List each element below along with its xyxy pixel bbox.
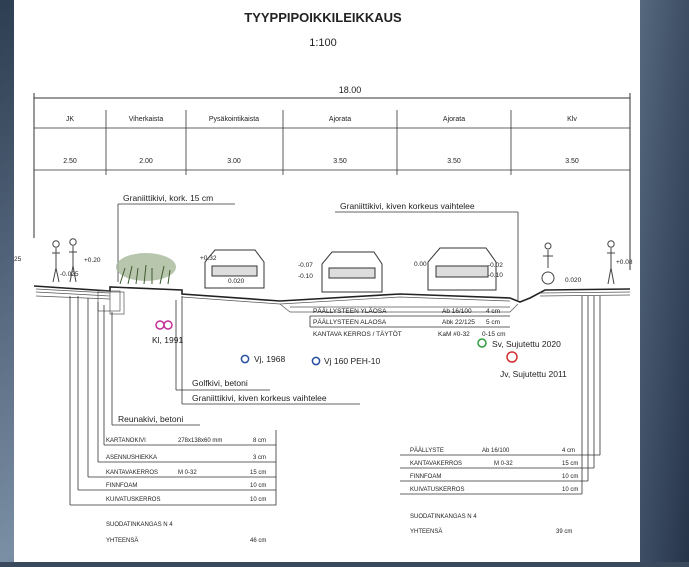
road-layer-1-spec: Ab 16/100	[442, 308, 472, 315]
note-sv: Sv, Sujutettu 2020	[492, 339, 561, 349]
left-total-label: YHTEENSÄ	[106, 537, 138, 544]
note-jv: Jv, Sujutettu 2011	[500, 369, 567, 379]
level-road-center: 0.00	[414, 261, 427, 268]
level-road-r1: -0.02	[488, 262, 503, 269]
ground-profile	[33, 285, 631, 303]
right-layer-2-thickness: 15 cm	[562, 461, 578, 467]
left-total-value: 46 cm	[250, 538, 266, 544]
road-layer-2-spec: Abk 22/125	[442, 319, 475, 326]
level-road-l2: -0.10	[298, 273, 313, 280]
level-jk-slope: -0.025	[60, 271, 79, 278]
note-golfkivi: Golfkivi, betoni	[192, 378, 248, 388]
level-jk-top: +0.20	[84, 257, 101, 264]
right-layer-1-name: PÄÄLLYSTE	[410, 447, 444, 454]
right-layer-3-thickness: 10 cm	[562, 474, 578, 480]
road-layer-1-thickness: 4 cm	[486, 308, 500, 315]
left-fabric: SUODATINKANGAS N 4	[106, 522, 173, 528]
jv-marker	[506, 351, 518, 363]
right-total-label: YHTEENSÄ	[410, 528, 442, 535]
leader-lines	[69, 296, 360, 505]
lane-name-pysakointikaista: Pysäkointikaista	[209, 116, 259, 123]
pedestrian-right	[607, 240, 615, 285]
vj160-marker	[311, 356, 321, 366]
left-layer-3-spec: M 0-32	[178, 470, 197, 476]
structure-layers	[35, 288, 631, 315]
left-layer-4-name: FINNFOAM	[106, 483, 137, 489]
note-kl: Kl, 1991	[152, 335, 183, 345]
right-layer-4-thickness: 10 cm	[562, 487, 578, 493]
right-layer-4-name: KUIVATUSKERROS	[410, 487, 464, 493]
car-lane-2	[427, 247, 497, 291]
lane-name-klv: Klv	[567, 116, 577, 123]
lane-name-viherkaista: Viherkaista	[129, 116, 164, 123]
left-layer-1-name: KARTANOKIVI	[106, 438, 146, 444]
level-road-l1: -0.07	[298, 262, 313, 269]
left-layer-5-name: KUIVATUSKERROS	[106, 497, 160, 503]
left-layer-2-thickness: 3 cm	[253, 455, 266, 461]
left-layer-5-thickness: 10 cm	[250, 497, 266, 503]
vj1968-marker	[240, 354, 250, 364]
cyclist-figure	[541, 242, 555, 285]
road-layer-2-name: PÄÄLLYSTEEN ALAOSA	[313, 318, 387, 326]
note-vj160: Vj 160 PEH-10	[324, 356, 380, 366]
car-parked	[204, 249, 265, 289]
car-lane-1	[321, 251, 383, 293]
note-granite-left: Graniittikivi, kork. 15 cm	[123, 193, 213, 203]
note-granite-lower: Graniittikivi, kiven korkeus vaihtelee	[192, 393, 327, 403]
level-klv-slope: 0.020	[565, 277, 582, 284]
level-park-left: +0.32	[200, 255, 217, 262]
lane-dimension-lines	[34, 110, 630, 175]
drawing-scale: 1:100	[309, 37, 337, 49]
lane-width-klv: 3.50	[565, 158, 579, 165]
left-layer-table-lines	[70, 430, 277, 506]
lane-name-jk: JK	[66, 116, 75, 123]
note-granite-right: Graniittikivi, kiven korkeus vaihtelee	[340, 201, 475, 211]
lane-width-jk: 2.50	[63, 158, 77, 165]
note-reunakivi: Reunakivi, betoni	[118, 414, 183, 424]
right-layer-1-thickness: 4 cm	[562, 448, 575, 454]
left-layer-1-thickness: 8 cm	[253, 438, 266, 444]
left-layer-3-name: KANTAVAKERROS	[106, 470, 158, 476]
lane-name-ajorata-1: Ajorata	[329, 116, 351, 123]
right-layer-2-name: KANTAVAKERROS	[410, 461, 462, 467]
lane-name-ajorata-2: Ajorata	[443, 116, 465, 123]
left-layer-4-thickness: 10 cm	[250, 483, 266, 489]
level-right-edge: +0.08	[616, 259, 633, 266]
road-layer-2-thickness: 5 cm	[486, 319, 500, 326]
right-fabric: SUODATINKANGAS N 4	[410, 514, 477, 520]
photo-background-right	[640, 0, 689, 562]
left-layer-1-spec: 278x138x60 mm	[178, 438, 222, 444]
lane-width-pysakointikaista: 3.00	[227, 158, 241, 165]
left-layer-3-thickness: 15 cm	[250, 470, 266, 476]
right-layer-table-lines	[400, 296, 601, 495]
kl-marker	[155, 320, 173, 330]
level-left-edge: 25	[14, 256, 22, 263]
left-layer-2-name: ASENNUSHIEKKA	[106, 455, 157, 461]
lane-width-ajorata-2: 3.50	[447, 158, 461, 165]
right-layer-3-name: FINNFOAM	[410, 474, 441, 480]
level-road-r2: -0.10	[488, 272, 503, 279]
road-layer-3-thickness: 0-15 cm	[482, 331, 505, 338]
lane-width-ajorata-1: 3.50	[333, 158, 347, 165]
pedestrian-figures	[52, 238, 77, 283]
right-total-value: 39 cm	[556, 529, 572, 535]
drawing-title: TYYPPIPOIKKILEIKKAUS	[244, 10, 402, 25]
road-layer-1-name: PÄÄLLYSTEEN YLÄOSA	[313, 307, 387, 315]
road-layer-3-spec: KaM #0-32	[438, 331, 470, 338]
total-dimension-line	[33, 93, 631, 270]
lane-width-viherkaista: 2.00	[139, 158, 153, 165]
level-park-right: 0.020	[228, 278, 245, 285]
note-vj1968: Vj, 1968	[254, 354, 285, 364]
sv-marker	[477, 338, 487, 348]
road-layer-3-name: KANTAVA KERROS / TÄYTÖT	[313, 330, 402, 338]
greenery-shrubs	[116, 253, 176, 285]
right-layer-1-spec: Ab 16/100	[482, 448, 510, 454]
total-width-label: 18.00	[339, 85, 362, 95]
road-layer-table-lines	[309, 315, 510, 328]
right-layer-2-spec: M 0-32	[494, 461, 513, 467]
